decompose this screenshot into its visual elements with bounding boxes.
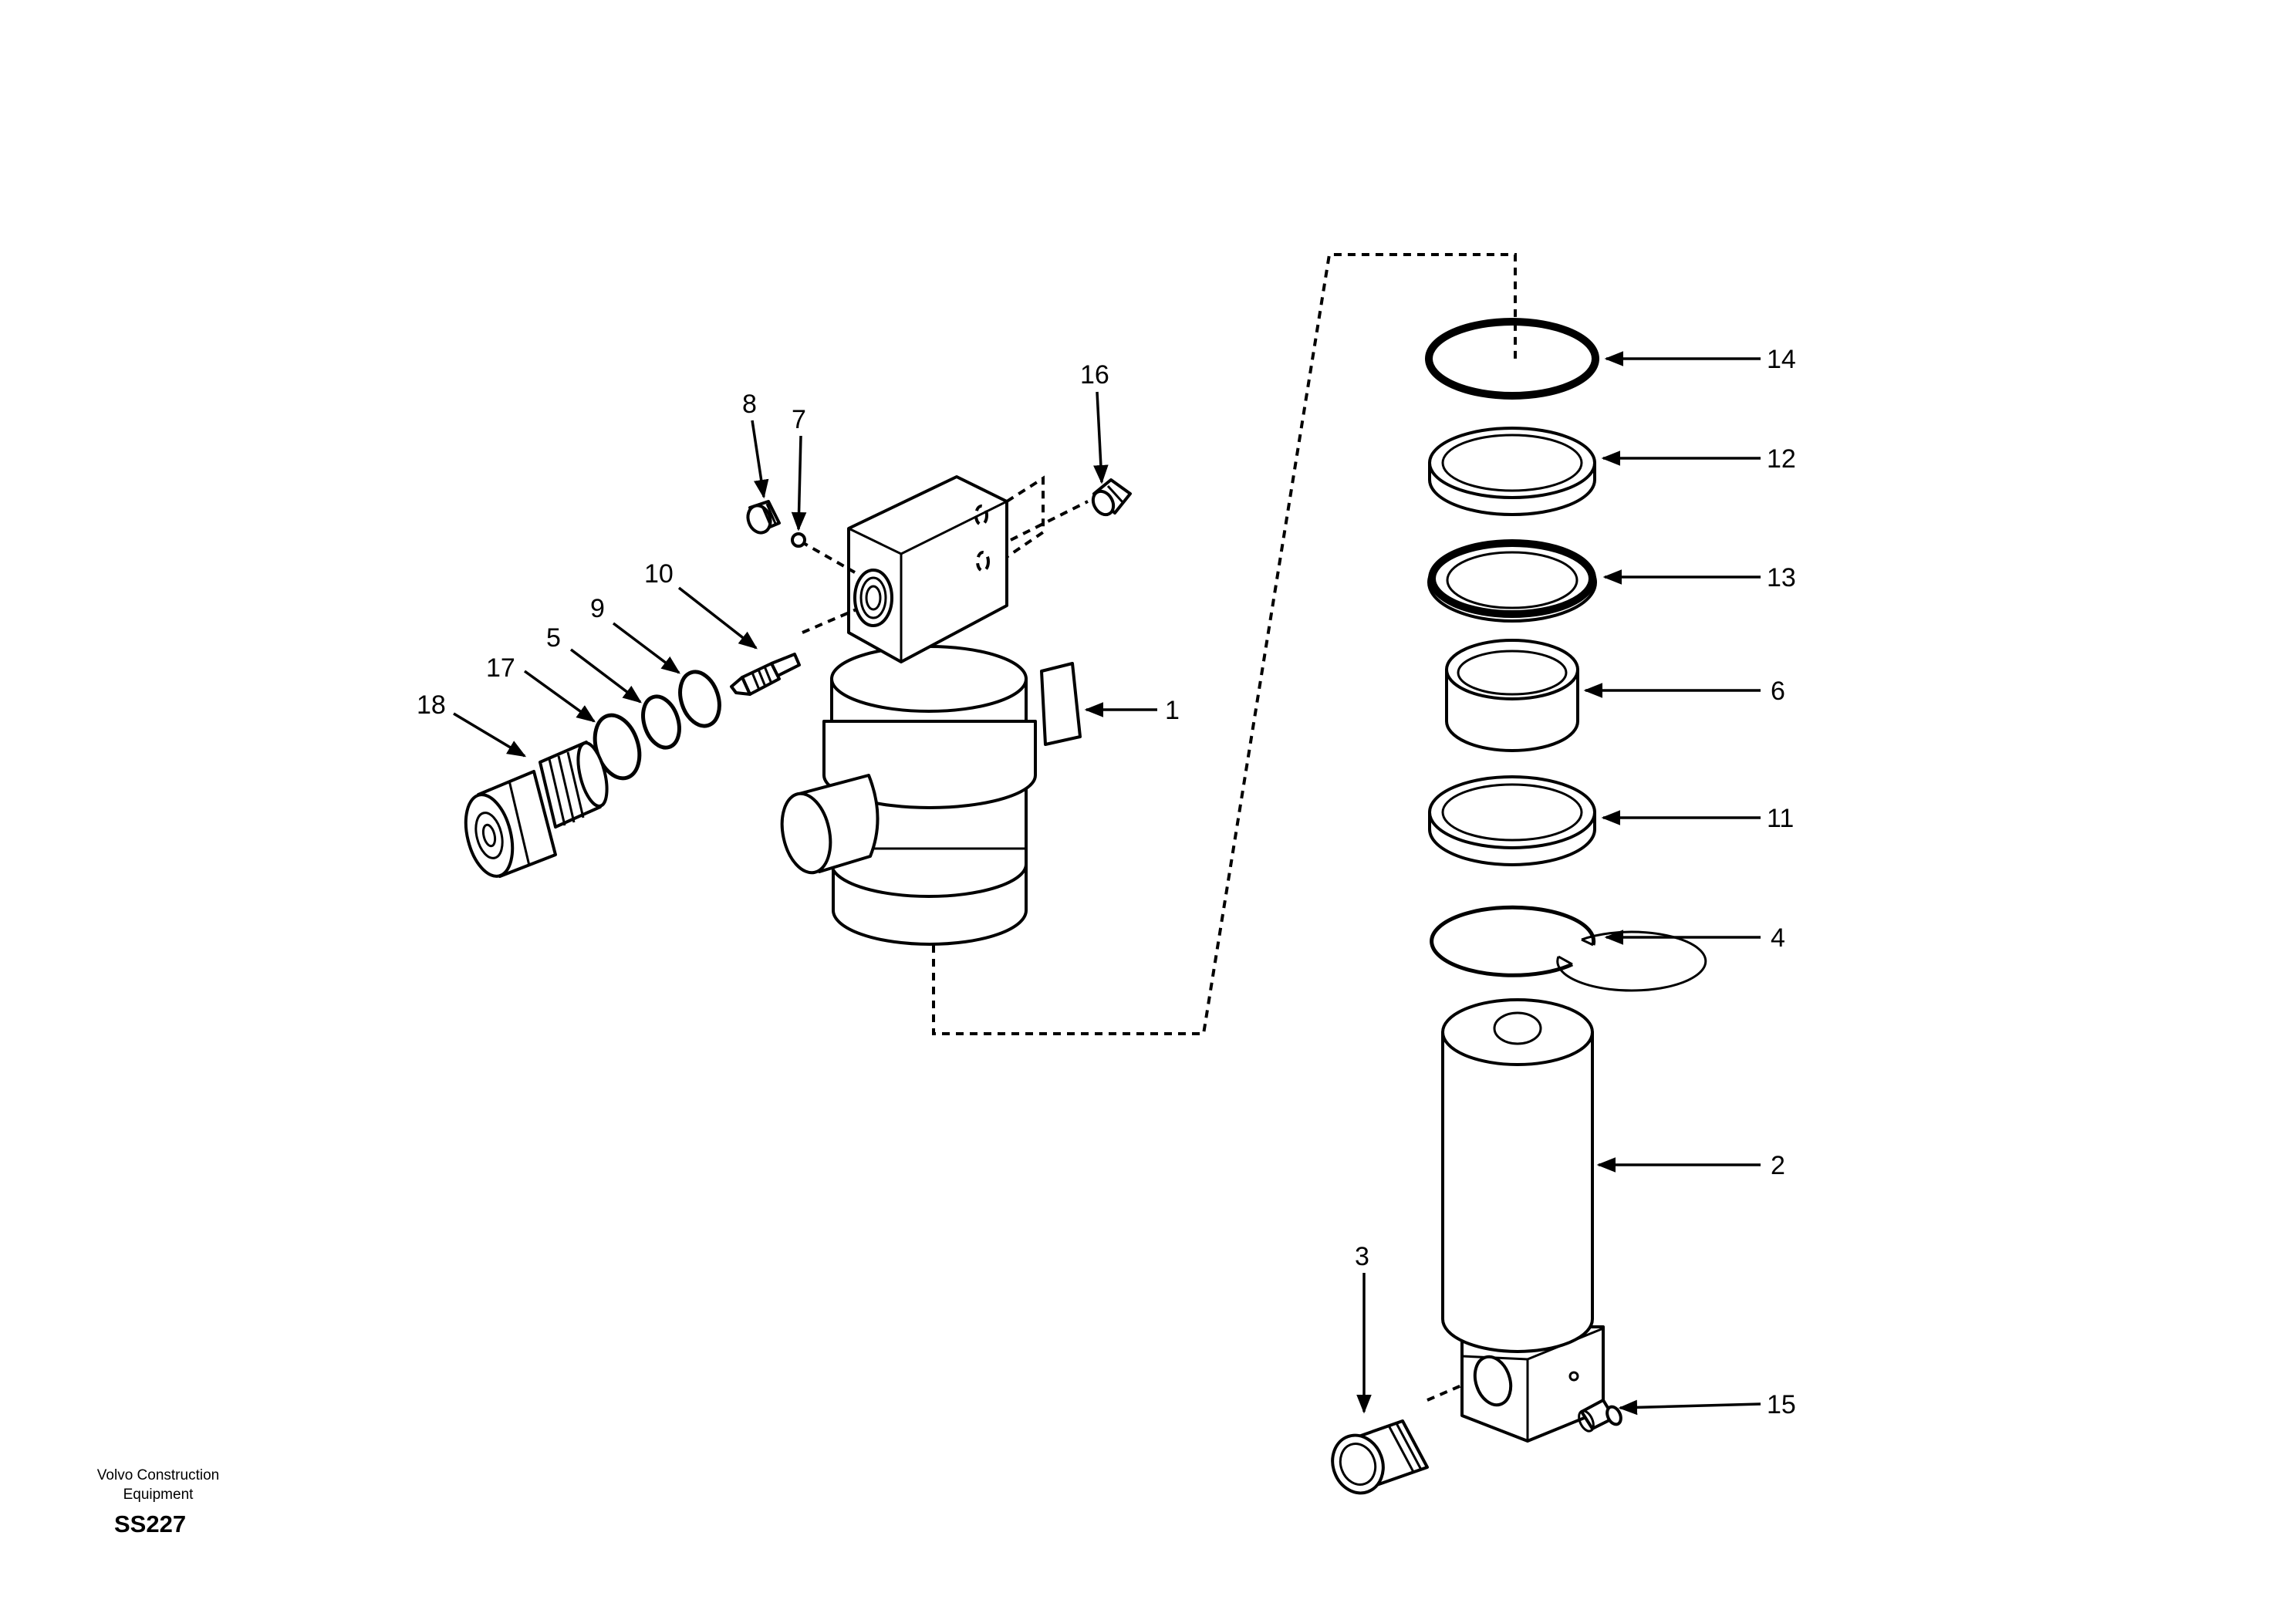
- alignment-line-16: [1010, 500, 1089, 542]
- o-ring-5: [641, 694, 681, 750]
- leader-16: [1093, 391, 1109, 484]
- set-screw-8: [746, 500, 781, 535]
- seal-11: [1428, 775, 1596, 866]
- valve-body: [780, 475, 1082, 946]
- leader-18: [453, 712, 527, 758]
- callout-13: 13: [1767, 563, 1796, 592]
- seal-ring-13: [1427, 539, 1597, 623]
- callout-8: 8: [742, 390, 757, 419]
- callout-1: 1: [1165, 696, 1180, 725]
- callout-16: 16: [1080, 360, 1109, 390]
- callout-10: 10: [644, 559, 674, 589]
- assembly-path-dashed: [932, 253, 1517, 1035]
- callout-9: 9: [590, 594, 605, 623]
- leader-15: [1618, 1399, 1761, 1416]
- alignment-line-7: [800, 540, 856, 574]
- callout-17: 17: [486, 653, 515, 683]
- snap-ring-4: [1430, 905, 1707, 992]
- leader-5: [569, 648, 642, 704]
- ring-14: [1425, 318, 1599, 400]
- poppet-10: [730, 653, 801, 696]
- callout-18: 18: [417, 690, 446, 720]
- piston-rod-2: [1441, 998, 1605, 1443]
- o-ring-9: [678, 670, 721, 728]
- callout-5: 5: [546, 623, 561, 653]
- diagram-code: SS227: [114, 1510, 187, 1537]
- callout-14: 14: [1767, 345, 1796, 374]
- alignment-line-10: [802, 608, 857, 634]
- pin-bushing-3: [1331, 1419, 1429, 1495]
- callout-3: 3: [1355, 1242, 1369, 1271]
- leader-9: [612, 622, 680, 674]
- leader-7: [791, 435, 807, 532]
- callout-12: 12: [1767, 444, 1796, 474]
- leader-8: [751, 420, 769, 499]
- callout-4: 4: [1771, 923, 1785, 953]
- callout-7: 7: [792, 405, 806, 434]
- callout-2: 2: [1771, 1151, 1785, 1180]
- callout-15: 15: [1767, 1390, 1796, 1419]
- leader-10: [677, 586, 758, 650]
- brand-line-2: Equipment: [123, 1487, 194, 1503]
- callout-6: 6: [1771, 677, 1785, 706]
- plug-16: [1091, 478, 1132, 517]
- ball-7: [791, 532, 806, 548]
- brand-line-1: Volvo Construction: [96, 1467, 220, 1483]
- bushing-6: [1445, 639, 1579, 752]
- brand-label: Volvo Construction Equipment: [46, 1466, 270, 1504]
- seal-12: [1428, 427, 1596, 516]
- leader-17: [523, 670, 596, 723]
- callout-11: 11: [1767, 804, 1794, 833]
- relief-valve-18: [464, 741, 609, 878]
